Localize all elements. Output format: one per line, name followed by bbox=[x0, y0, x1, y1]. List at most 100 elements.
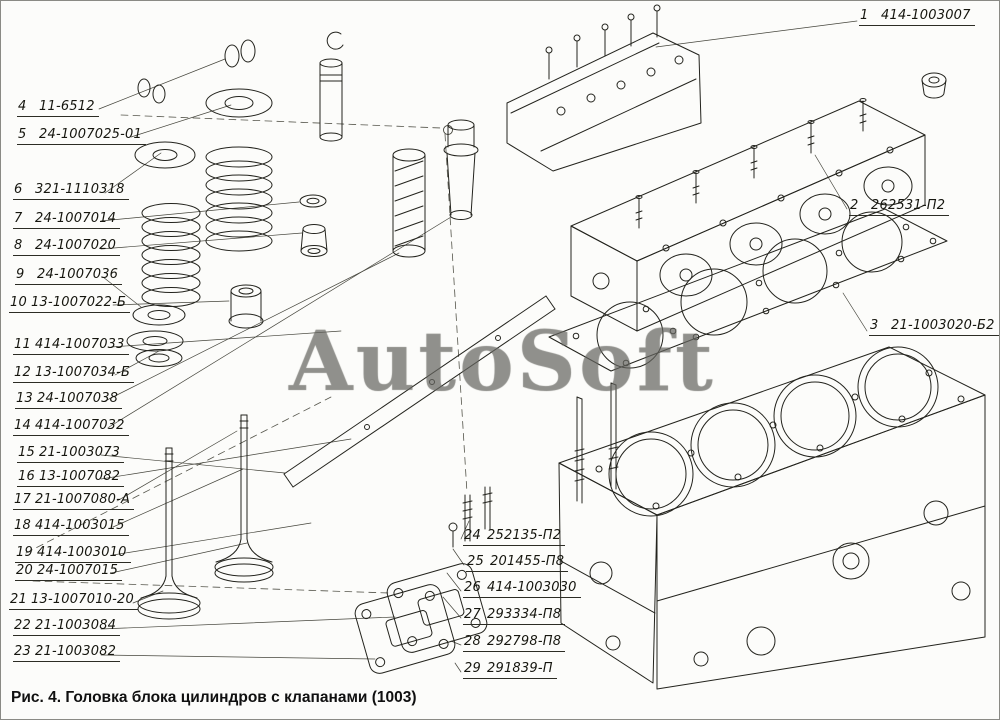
part-label-21: 21 13-1007010-20 bbox=[9, 592, 138, 610]
part-label-20: 20 24-1007015 bbox=[15, 563, 123, 581]
part-label-13: 13 24-1007038 bbox=[15, 391, 123, 409]
cylinder-block-drawing bbox=[558, 346, 986, 690]
part-code: 414-1003010 bbox=[37, 545, 127, 560]
part-number: 26 bbox=[464, 580, 481, 595]
part-number: 27 bbox=[464, 607, 481, 622]
part-label-10: 10 13-1007022-Б bbox=[9, 295, 131, 313]
part-label-11: 11 414-1007033 bbox=[13, 337, 129, 355]
part-number: 20 bbox=[16, 563, 33, 578]
part-number: 6 bbox=[14, 182, 23, 197]
part-label-9: 9 24-1007036 bbox=[15, 267, 123, 285]
part-code: 13-1007034-Б bbox=[35, 365, 131, 380]
part-label-4: 4 11-6512 bbox=[17, 99, 99, 117]
part-code: 292798-П8 bbox=[487, 634, 562, 649]
part-label-25: 25 201455-П8 bbox=[466, 554, 569, 572]
part-number: 7 bbox=[14, 211, 23, 226]
part-label-7: 7 24-1007014 bbox=[13, 211, 121, 229]
part-code: 11-6512 bbox=[39, 99, 95, 114]
part-label-16: 16 13-1007082 bbox=[17, 469, 125, 487]
part-number: 29 bbox=[464, 661, 481, 676]
part-code: 21-1007080-А bbox=[35, 492, 131, 507]
part-number: 22 bbox=[14, 618, 31, 633]
valve-keepers-drawing bbox=[137, 39, 256, 104]
part-label-27: 27 293334-П8 bbox=[463, 607, 566, 625]
part-code: 21-1003084 bbox=[35, 618, 117, 633]
valves-drawing bbox=[137, 414, 274, 620]
part-code: 262531-П2 bbox=[871, 198, 946, 213]
part-number: 19 bbox=[16, 545, 33, 560]
part-label-18: 18 414-1003015 bbox=[13, 518, 129, 536]
part-code: 21-1003082 bbox=[35, 644, 117, 659]
cover-studs-drawing bbox=[448, 486, 493, 548]
valve-spring-drawing bbox=[141, 146, 273, 307]
part-number: 3 bbox=[870, 318, 879, 333]
part-code: 414-1007032 bbox=[35, 418, 125, 433]
part-number: 9 bbox=[16, 267, 25, 282]
valve-gear-assembly-drawing bbox=[506, 4, 702, 172]
part-code: 414-1003015 bbox=[35, 518, 125, 533]
part-code: 21-1003073 bbox=[39, 445, 121, 460]
part-code: 201455-П8 bbox=[490, 554, 565, 569]
part-code: 24-1007014 bbox=[35, 211, 117, 226]
part-label-17: 17 21-1007080-А bbox=[13, 492, 135, 510]
spring-cap-drawing bbox=[134, 88, 273, 169]
part-number: 5 bbox=[18, 127, 27, 142]
part-label-28: 28 292798-П8 bbox=[463, 634, 566, 652]
part-code: 291839-П bbox=[487, 661, 553, 676]
part-number: 25 bbox=[467, 554, 484, 569]
part-label-15: 15 21-1003073 bbox=[17, 445, 125, 463]
part-code: 24-1007020 bbox=[35, 238, 117, 253]
part-number: 8 bbox=[14, 238, 23, 253]
part-code: 24-1007015 bbox=[37, 563, 119, 578]
part-label-3: 3 21-1003020-Б2 bbox=[869, 318, 999, 336]
part-label-19: 19 414-1003010 bbox=[15, 545, 131, 563]
part-number: 28 bbox=[464, 634, 481, 649]
part-code: 321-1110318 bbox=[35, 182, 125, 197]
part-label-26: 26 414-1003030 bbox=[463, 580, 581, 598]
part-number: 14 bbox=[14, 418, 31, 433]
part-label-29: 29 291839-П bbox=[463, 661, 557, 679]
valve-guide-drawing bbox=[319, 31, 479, 258]
part-number: 17 bbox=[14, 492, 31, 507]
part-label-1: 1 414-1003007 bbox=[859, 8, 975, 26]
part-code: 24-1007038 bbox=[37, 391, 119, 406]
construction-lines bbox=[25, 114, 468, 594]
part-code: 414-1007033 bbox=[35, 337, 125, 352]
part-number: 12 bbox=[14, 365, 31, 380]
figure-caption: Рис. 4. Головка блока цилиндров с клапан… bbox=[11, 689, 417, 706]
part-label-6: 6 321-1110318 bbox=[13, 182, 129, 200]
part-number: 21 bbox=[10, 592, 27, 607]
part-number: 10 bbox=[10, 295, 27, 310]
part-code: 293334-П8 bbox=[487, 607, 562, 622]
head-gasket-drawing bbox=[548, 208, 948, 372]
part-label-8: 8 24-1007020 bbox=[13, 238, 121, 256]
part-number: 4 bbox=[18, 99, 27, 114]
part-number: 15 bbox=[18, 445, 35, 460]
part-code: 414-1003030 bbox=[487, 580, 577, 595]
rocker-shaft-drawing bbox=[283, 295, 556, 488]
part-number: 16 bbox=[18, 469, 35, 484]
engine-parts-drawing bbox=[25, 4, 986, 690]
part-code: 13-1007082 bbox=[39, 469, 121, 484]
part-number: 13 bbox=[16, 391, 33, 406]
part-code: 21-1003020-Б2 bbox=[891, 318, 995, 333]
leader-lines bbox=[98, 20, 868, 673]
part-label-22: 22 21-1003084 bbox=[13, 618, 121, 636]
part-number: 11 bbox=[14, 337, 31, 352]
plug-drawing bbox=[921, 72, 947, 99]
part-code: 13-1007022-Б bbox=[31, 295, 127, 310]
cylinder-head-drawing bbox=[570, 98, 926, 332]
part-number: 18 bbox=[14, 518, 31, 533]
small-valve-parts-drawing bbox=[126, 194, 328, 367]
part-code: 13-1007010-20 bbox=[31, 592, 134, 607]
part-number: 24 bbox=[464, 528, 481, 543]
part-code: 414-1003007 bbox=[881, 8, 971, 23]
part-code: 24-1007036 bbox=[37, 267, 119, 282]
cover-gasket-drawing bbox=[354, 584, 456, 674]
part-code: 24-1007025-01 bbox=[39, 127, 142, 142]
part-number: 1 bbox=[860, 8, 869, 23]
